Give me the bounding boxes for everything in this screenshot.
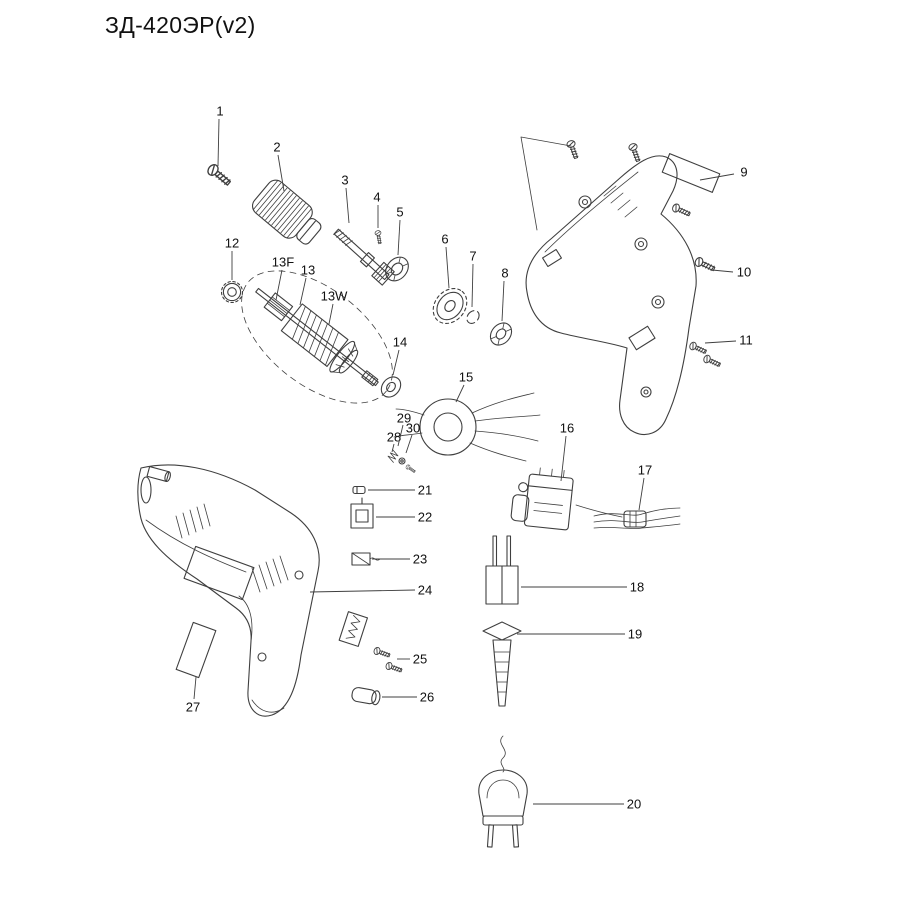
- part-label-23: 23: [413, 552, 427, 567]
- part-label-5: 5: [396, 205, 403, 220]
- leader-line-17: [638, 477, 645, 511]
- terminal-block-part-18: [485, 535, 519, 605]
- screw-part-25a: [372, 646, 392, 660]
- brush-holder-with-spring: [338, 611, 369, 647]
- cap-part-21: [352, 485, 366, 495]
- armature-part-13: [241, 270, 393, 404]
- switch-wire: [575, 504, 623, 518]
- part-label-14: 14: [393, 335, 407, 350]
- leader-line-24: [309, 589, 416, 593]
- leader-line-6: [445, 246, 450, 289]
- leader-line-5: [397, 219, 401, 256]
- leader-line-10: [711, 269, 734, 273]
- stator-part-15: [393, 392, 541, 462]
- screw-part-10: [693, 255, 717, 274]
- part-label-27: 27: [186, 700, 200, 715]
- leader-line-14: [392, 349, 400, 376]
- part-label-22: 22: [418, 510, 432, 525]
- left-housing-half-part-24: [137, 464, 320, 717]
- part-label-24: 24: [418, 583, 432, 598]
- leader-line-15: [455, 384, 465, 403]
- spindle-part-3: [333, 228, 395, 286]
- part-label-7: 7: [469, 249, 476, 264]
- part-label-4: 4: [373, 190, 380, 205]
- bearing-part-8: [489, 322, 513, 346]
- leader-line-2: [277, 154, 285, 192]
- leader-line-27: [193, 676, 197, 700]
- cable-clamp-part-17: [593, 507, 681, 529]
- leader-line-30: [405, 434, 413, 454]
- labels-layer: 12345678910111213F1313W14151617181920212…: [186, 104, 753, 812]
- part-label-2: 2: [273, 140, 280, 155]
- part-label-13W: 13W: [321, 289, 348, 304]
- part-label-30: 30: [406, 421, 420, 436]
- part-label-10: 10: [737, 265, 751, 280]
- part-label-11: 11: [739, 333, 753, 348]
- leader-line-1: [217, 118, 220, 167]
- label-plate-part-9: [661, 153, 721, 193]
- part-label-17: 17: [638, 463, 652, 478]
- part-label-16: 16: [560, 421, 574, 436]
- screw-part-25b: [384, 661, 404, 675]
- part-label-13: 13: [301, 263, 315, 278]
- part-label-1: 1: [216, 104, 223, 119]
- label-plate-part-27: [175, 621, 217, 679]
- part-label-21: 21: [418, 483, 432, 498]
- leader-line-28: [391, 443, 395, 453]
- leader-line-13W: [328, 303, 334, 325]
- leader-line-16: [560, 435, 567, 482]
- part-label-15: 15: [459, 370, 473, 385]
- bearing-part-5: [385, 256, 409, 282]
- part-drawings: [137, 136, 722, 848]
- part-label-9: 9: [740, 165, 747, 180]
- brush-holder-part-22: [350, 497, 374, 529]
- small-fasteners-28-29-30: [387, 449, 417, 474]
- part-label-18: 18: [630, 580, 644, 595]
- leader-line-13: [299, 277, 307, 306]
- chuck-part-2: [251, 179, 322, 245]
- leader-line-11: [704, 340, 737, 344]
- screw-part-1: [205, 162, 234, 189]
- part-label-28: 28: [387, 430, 401, 445]
- cord-guard-part-19: [482, 621, 522, 707]
- part-label-19: 19: [628, 627, 642, 642]
- nut-part-12: [220, 280, 244, 304]
- part-label-25: 25: [413, 652, 427, 667]
- bearing-part-14: [380, 376, 402, 398]
- leader-line-29: [397, 424, 404, 447]
- leader-line-7: [471, 263, 474, 308]
- part-label-8: 8: [501, 266, 508, 281]
- gear-part-6: [432, 287, 468, 325]
- leader-line-9: [699, 173, 735, 181]
- switch-part-16: [510, 467, 574, 531]
- part-label-13F: 13F: [272, 255, 294, 270]
- part-label-29: 29: [397, 411, 411, 426]
- screw-part-4: [374, 229, 384, 245]
- right-housing-half: [520, 136, 722, 436]
- leader-line-8: [501, 280, 505, 322]
- part-label-12: 12: [225, 236, 239, 251]
- brush-cap-part-26: [351, 687, 381, 706]
- power-plug-part-20: [478, 735, 528, 848]
- part-label-6: 6: [441, 232, 448, 247]
- part-label-26: 26: [420, 690, 434, 705]
- part-label-20: 20: [627, 797, 641, 812]
- page-title: ЗД-420ЭР(v2): [105, 12, 256, 38]
- circlip-part-7: [466, 310, 480, 324]
- part-label-3: 3: [341, 173, 348, 188]
- leader-line-13F: [275, 269, 283, 301]
- leader-line-3: [345, 187, 350, 224]
